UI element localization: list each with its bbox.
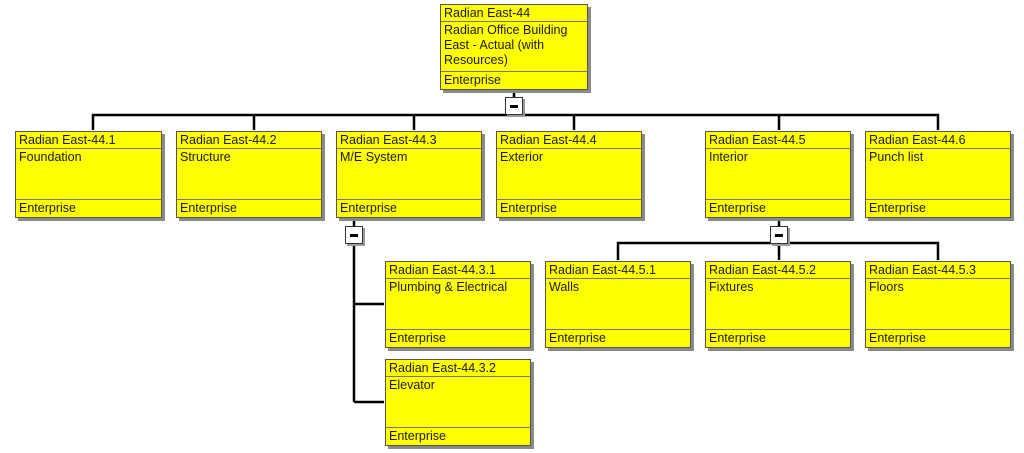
node-name: Interior [709,150,748,164]
node-name: Punch list [869,150,924,164]
node-name: Elevator [389,378,435,392]
node-name: Foundation [19,150,82,164]
node-footer: Enterprise [706,199,850,217]
node-id: Radian East-44.1 [16,132,161,149]
node-id: Radian East-44 [441,5,587,22]
wbs-node-44-3-2[interactable]: Radian East-44.3.2 Elevator Enterprise [385,359,531,446]
wbs-node-44-1[interactable]: Radian East-44.1 Foundation Enterprise [15,131,162,218]
node-id: Radian East-44.6 [866,132,1010,149]
node-id: Radian East-44.3 [337,132,481,149]
node-name: M/E System [340,150,408,164]
collapse-toggle-root[interactable] [505,97,523,115]
node-id: Radian East-44.2 [177,132,321,149]
node-id: Radian East-44.5.2 [706,262,850,279]
node-footer: Enterprise [866,329,1010,347]
node-name: Floors [869,280,904,294]
node-footer: Enterprise [441,71,587,89]
wbs-node-44-5-2[interactable]: Radian East-44.5.2 Fixtures Enterprise [705,261,851,348]
node-footer: Enterprise [706,329,850,347]
node-footer: Enterprise [337,199,481,217]
node-footer: Enterprise [546,329,690,347]
minus-icon [350,234,358,237]
collapse-toggle-44-3[interactable] [345,226,363,244]
node-id: Radian East-44.5.1 [546,262,690,279]
node-name: Structure [180,150,231,164]
wbs-node-44-6[interactable]: Radian East-44.6 Punch list Enterprise [865,131,1011,218]
node-id: Radian East-44.3.2 [386,360,530,377]
minus-icon [510,105,518,108]
wbs-node-root[interactable]: Radian East-44 Radian Office Building Ea… [440,4,588,90]
node-footer: Enterprise [177,199,321,217]
node-id: Radian East-44.4 [497,132,641,149]
minus-icon [775,234,783,237]
wbs-node-44-2[interactable]: Radian East-44.2 Structure Enterprise [176,131,322,218]
wbs-node-44-5[interactable]: Radian East-44.5 Interior Enterprise [705,131,851,218]
node-id: Radian East-44.5.3 [866,262,1010,279]
node-footer: Enterprise [16,199,161,217]
node-id: Radian East-44.3.1 [386,262,530,279]
wbs-node-44-4[interactable]: Radian East-44.4 Exterior Enterprise [496,131,642,218]
collapse-toggle-44-5[interactable] [770,226,788,244]
node-name: Plumbing & Electrical [389,280,508,294]
wbs-node-44-3-1[interactable]: Radian East-44.3.1 Plumbing & Electrical… [385,261,531,348]
node-name: Fixtures [709,280,754,294]
node-name: Walls [549,280,580,294]
node-id: Radian East-44.5 [706,132,850,149]
node-footer: Enterprise [497,199,641,217]
wbs-node-44-3[interactable]: Radian East-44.3 M/E System Enterprise [336,131,482,218]
wbs-node-44-5-1[interactable]: Radian East-44.5.1 Walls Enterprise [545,261,691,348]
node-footer: Enterprise [386,427,530,445]
connector-44-3 [352,218,384,404]
node-footer: Enterprise [386,329,530,347]
wbs-node-44-5-3[interactable]: Radian East-44.5.3 Floors Enterprise [865,261,1011,348]
node-name: Radian Office Building East - Actual (wi… [444,23,568,67]
node-footer: Enterprise [866,199,1010,217]
node-name: Exterior [500,150,544,164]
